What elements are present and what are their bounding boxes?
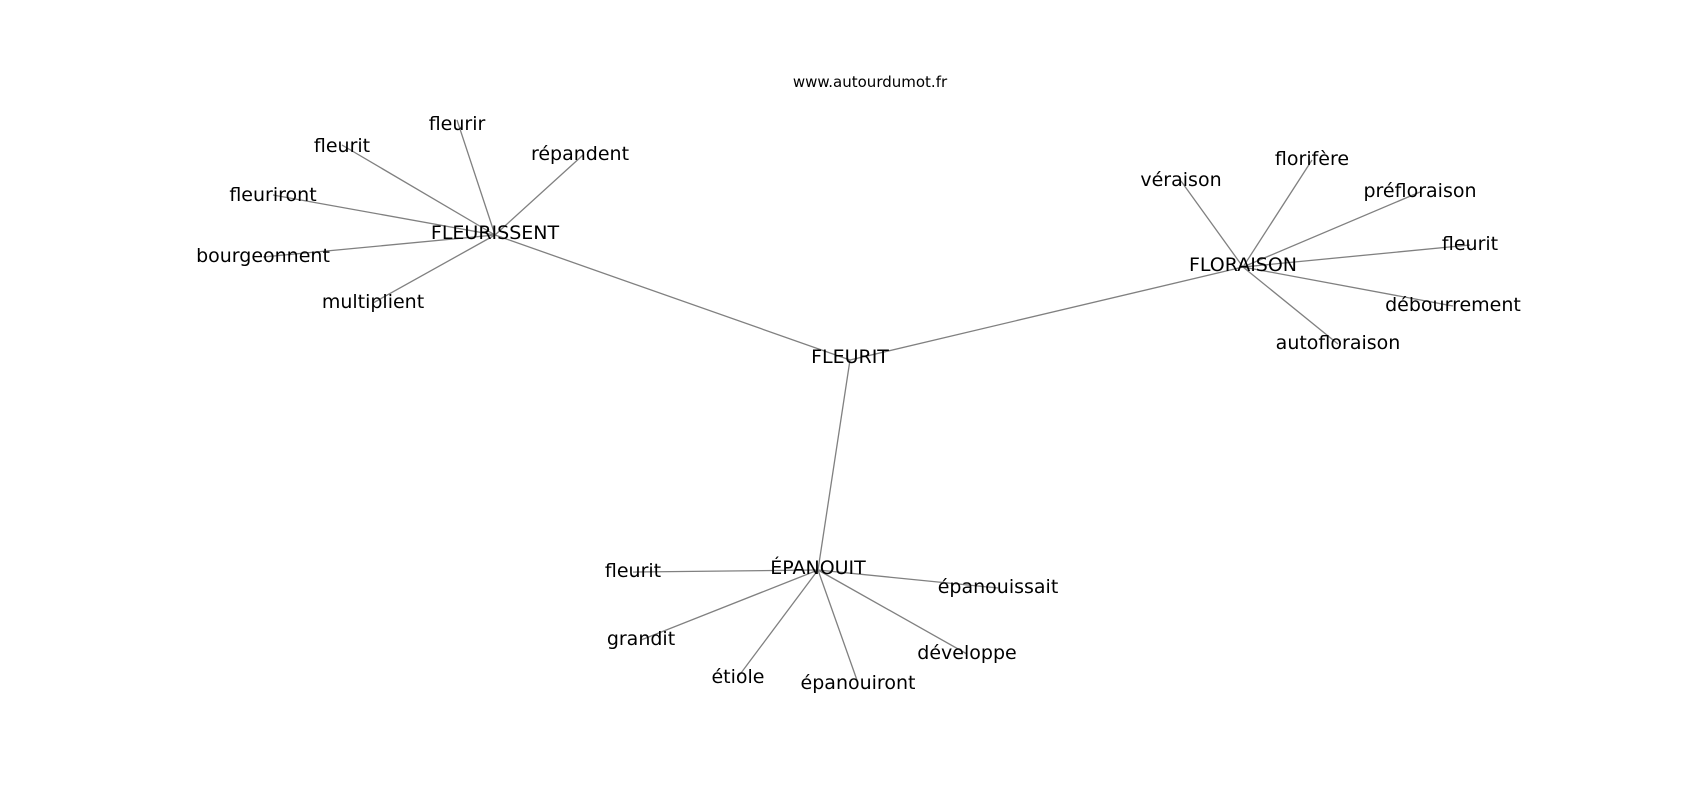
- node-leaf-c1-4[interactable]: bourgeonnent: [196, 245, 330, 267]
- edge-c3-leaf-5: [817, 569, 859, 684]
- edge-c3-leaf-0: [632, 569, 819, 573]
- node-center[interactable]: FLEURIT: [811, 346, 889, 368]
- node-hub-c1[interactable]: FLEURISSENT: [431, 222, 560, 244]
- node-leaf-c3-2[interactable]: grandit: [607, 628, 675, 650]
- edge-c1-leaf-3: [272, 194, 496, 236]
- edge-center-c1: [494, 234, 851, 361]
- node-leaf-c2-3[interactable]: fleurit: [1442, 233, 1498, 255]
- node-leaf-c3-3[interactable]: développe: [917, 642, 1016, 664]
- node-leaf-c2-4[interactable]: débourrement: [1385, 294, 1521, 316]
- edge-c1-leaf-1: [494, 154, 584, 236]
- node-leaf-c1-0[interactable]: fleurir: [429, 113, 486, 135]
- edge-c3-leaf-4: [737, 569, 819, 678]
- node-leaf-c1-3[interactable]: fleuriront: [229, 184, 316, 206]
- edge-c2-leaf-2: [1242, 191, 1421, 268]
- node-leaf-c3-0[interactable]: fleurit: [605, 560, 661, 582]
- edge-c2-leaf-1: [1242, 159, 1313, 268]
- node-leaf-c1-1[interactable]: répandent: [531, 143, 629, 165]
- node-leaf-c2-1[interactable]: florifère: [1275, 148, 1349, 170]
- edge-c1-leaf-0: [456, 119, 496, 236]
- node-leaf-c2-5[interactable]: autofloraison: [1276, 332, 1401, 354]
- edge-c3-leaf-3: [817, 569, 968, 655]
- node-leaf-c3-4[interactable]: étiole: [711, 666, 764, 688]
- edge-center-c2: [849, 266, 1244, 361]
- node-hub-c2[interactable]: FLORAISON: [1189, 254, 1297, 276]
- edge-center-c3: [817, 359, 851, 571]
- node-leaf-c3-5[interactable]: épanouiront: [801, 672, 916, 694]
- edge-c3-leaf-1: [817, 569, 999, 589]
- edge-c2-leaf-3: [1242, 244, 1471, 268]
- edge-c2-leaf-0: [1180, 180, 1244, 268]
- node-hub-c3[interactable]: ÉPANOUIT: [770, 556, 866, 579]
- node-leaf-c2-0[interactable]: véraison: [1140, 169, 1221, 191]
- node-leaf-c1-2[interactable]: fleurit: [314, 135, 370, 157]
- edge-c1-leaf-4: [262, 234, 496, 258]
- edge-c3-leaf-2: [640, 569, 819, 641]
- watermark-text: www.autourdumot.fr: [793, 73, 948, 91]
- edge-c2-leaf-5: [1242, 266, 1339, 345]
- node-leaf-c1-5[interactable]: multiplient: [322, 291, 424, 313]
- edge-c1-leaf-5: [372, 234, 496, 304]
- edge-c1-leaf-2: [341, 144, 496, 236]
- edge-c2-leaf-4: [1242, 266, 1454, 307]
- node-leaf-c2-2[interactable]: préfloraison: [1363, 180, 1476, 202]
- node-leaf-c3-1[interactable]: épanouissait: [938, 576, 1059, 598]
